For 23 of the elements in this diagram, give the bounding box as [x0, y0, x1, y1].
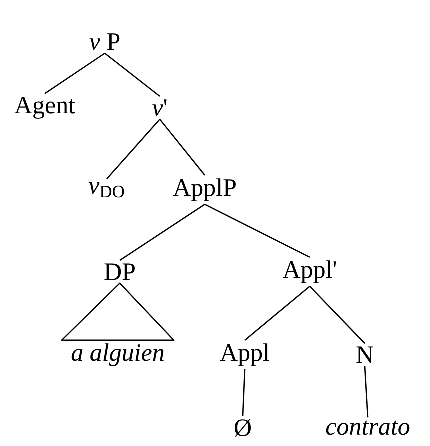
- category-label: Agent: [14, 97, 76, 119]
- tree-branch: [106, 119, 160, 180]
- tree-branch: [310, 286, 366, 344]
- category-label: v$_{DO}$: [88, 182, 124, 198]
- word-label: Ø: [235, 419, 251, 437]
- category-label: ApplP: [173, 178, 236, 202]
- tree-branch: [120, 204, 206, 262]
- tree-branch: [244, 286, 310, 341]
- category-label: Appl: [220, 344, 270, 366]
- tree-branch: [364, 366, 369, 418]
- tree-branch: [44, 52, 106, 94]
- category-label: v P: [90, 34, 120, 50]
- category-label: DP: [104, 264, 135, 280]
- tree-branch: [242, 370, 246, 416]
- tree-branch: [160, 119, 206, 176]
- word-label: contrato: [326, 420, 410, 436]
- tree-branch: [104, 52, 160, 97]
- tree-branch: [204, 204, 310, 258]
- category-label: N: [356, 346, 374, 364]
- triangle-branch: [61, 282, 175, 342]
- phrase-label: a alguien: [72, 344, 164, 366]
- category-label: v': [152, 100, 167, 116]
- category-label: Appl': [283, 260, 336, 284]
